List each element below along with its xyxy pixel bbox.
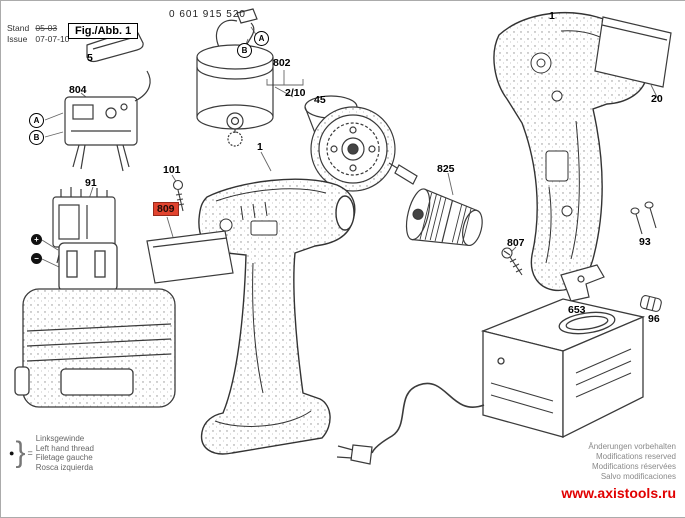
callout-1-left: 1 [257,141,263,153]
callout-825: 825 [437,163,455,175]
callout-653: 653 [568,304,586,316]
issue-label: Issue [7,34,28,44]
contact-block-91-drawing [52,187,116,264]
housing-right-drawing [493,12,649,292]
chuck-825-drawing [405,188,483,247]
clip-96-drawing [639,295,662,312]
battery-minus-marker: − [31,253,42,264]
callout-809-highlighted: 809 [153,202,179,216]
wire-marker-a-top: A [254,31,269,46]
callout-5: 5 [87,52,93,64]
plate-809-drawing [146,230,234,284]
revision-issue-line: Issue 07-07-10 [7,34,69,45]
gearbox-45-drawing [304,95,418,192]
legend-equals: = [27,448,33,458]
legend-dot-symbol: ● [9,448,15,458]
document-number: 0 601 915 520 [169,9,246,20]
legend-line-de: Linksgewinde [35,434,85,443]
screws-93-drawing [630,201,657,235]
callout-91: 91 [85,177,97,189]
callout-1-right: 1 [549,10,555,22]
callout-807: 807 [507,237,525,249]
legend-line-fr: Filetage gauche [35,453,93,462]
watermark-link[interactable]: www.axistools.ru [561,485,676,501]
callout-2-10: 2/10 [285,87,306,99]
issue-date: 07-07-10 [35,34,70,44]
callout-93: 93 [639,236,651,248]
callout-101: 101 [163,164,181,176]
left-hand-thread-legend: ● } = Linksgewinde Left hand thread File… [9,434,94,472]
callout-45: 45 [314,94,326,106]
stand-label: Stand [7,23,30,33]
nameplate-20-drawing [594,16,672,88]
legend-brace: } [15,436,26,469]
legend-line-en: Left hand thread [35,443,95,453]
notice-fr: Modifications réservées [591,462,676,471]
battery-plus-marker: + [31,234,42,245]
wire-marker-b-left: B [29,130,44,145]
screw-101-drawing [172,179,185,212]
callout-96: 96 [648,313,660,325]
callout-20: 20 [651,93,663,105]
screw-807-drawing [501,247,523,276]
callout-802: 802 [273,57,291,69]
revision-stand-line: Stand 05-03 [7,23,69,34]
figure-label: Fig./Abb. 1 [68,23,139,39]
legend-translations: Linksgewinde Left hand thread Filetage g… [36,434,94,472]
callout-804: 804 [69,84,87,96]
power-cable-drawing [336,382,485,465]
legend-line-es: Rosca izquierda [35,462,94,472]
stand-old-value: 05-03 [35,23,58,33]
wire-marker-a-left: A [29,113,44,128]
motor-802-drawing [196,8,274,147]
module-804-drawing [64,70,151,172]
notice-es: Salvo modificaciones [600,472,676,481]
notice-de: Änderungen vorbehalten [588,442,676,451]
battery-pack-drawing [14,242,176,408]
revision-block: Stand 05-03 Issue 07-07-10 [7,23,69,45]
modification-notices: Änderungen vorbehalten Modifications res… [588,442,676,482]
housing-left-drawing [198,178,356,455]
charger-drawing [480,298,646,439]
wire-marker-b-top: B [237,43,252,58]
notice-en: Modifications reserved [595,452,676,461]
